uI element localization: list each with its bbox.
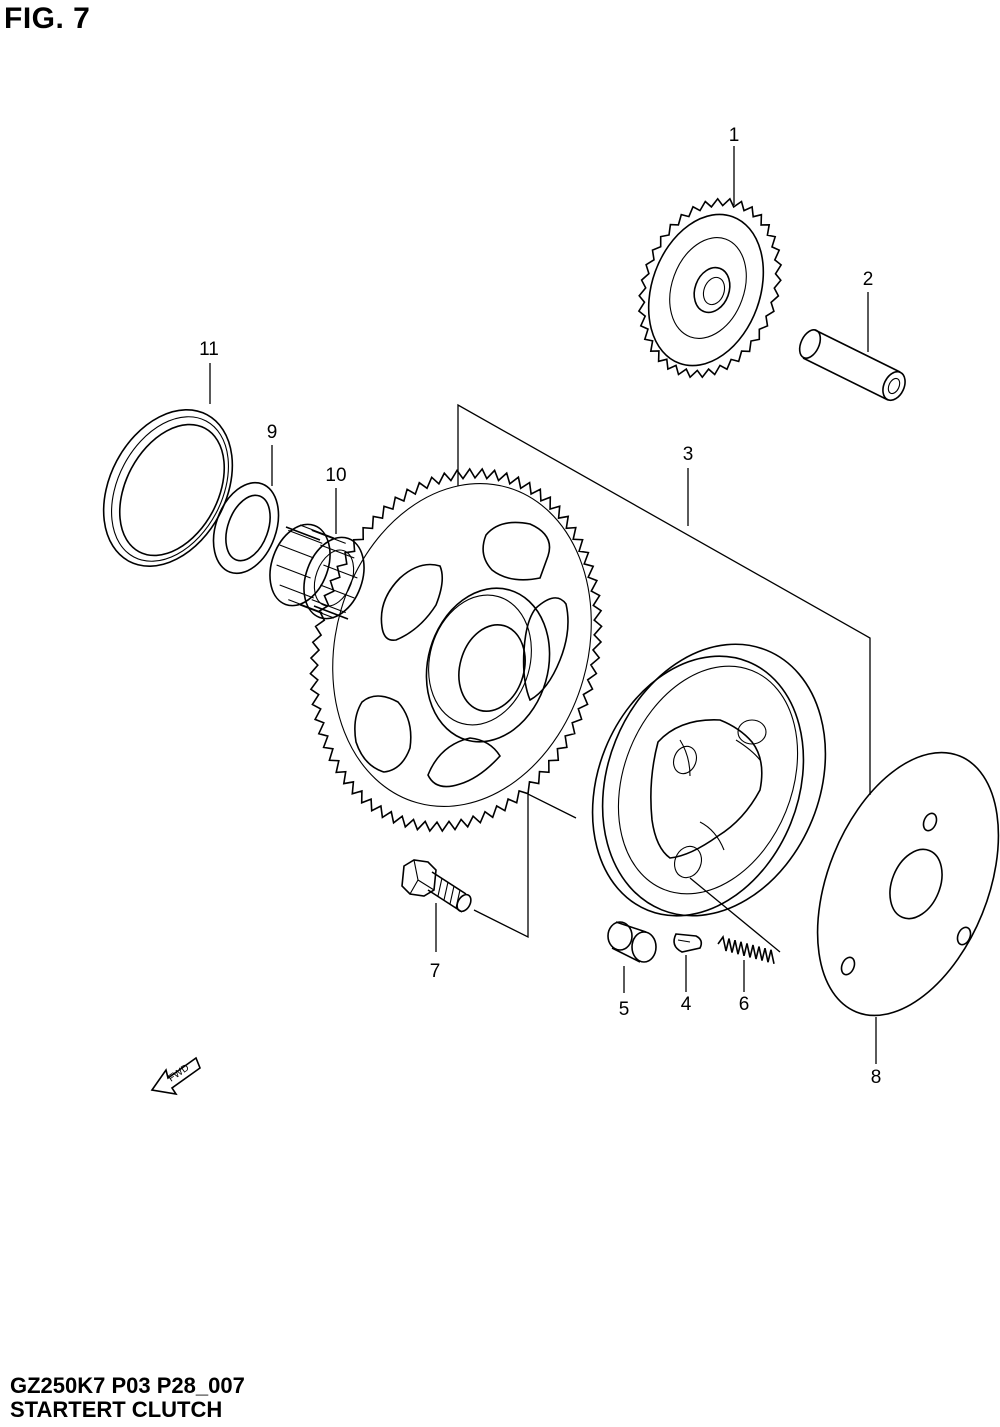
part-4-plunger: [673, 933, 703, 953]
part-5-roller: [607, 921, 657, 963]
fwd-arrow-icon: FWD: [150, 1056, 201, 1096]
drawing-code: GZ250K7 P03 P28_007: [10, 1373, 245, 1398]
callout-6: 6: [739, 994, 750, 1015]
drawing-description: STARTERT CLUTCH: [10, 1397, 223, 1422]
part-6-spring: [717, 935, 775, 964]
callout-labels: 1 2 3 4 5 6 7 8 9 10 11: [199, 125, 881, 1088]
part-1-gear: [637, 197, 783, 379]
callout-10: 10: [325, 465, 346, 486]
callout-7: 7: [430, 961, 441, 982]
callout-1: 1: [729, 125, 740, 146]
starter-clutch-housing: [591, 643, 827, 917]
callout-4: 4: [681, 994, 692, 1015]
callout-5: 5: [619, 999, 630, 1020]
part-8-plate: [816, 751, 1000, 1017]
callout-11: 11: [199, 339, 219, 360]
part-3-starter-gear: [309, 467, 603, 833]
part-9-washer: [212, 481, 280, 575]
figure-title: FIG. 7: [4, 2, 91, 35]
fwd-label: FWD: [166, 1062, 191, 1084]
leader-lines: [209, 146, 877, 1064]
part-7-bolt: [401, 859, 472, 913]
callout-9: 9: [267, 422, 278, 443]
part-2-shaft: [798, 329, 906, 402]
part-11-ring: [102, 409, 234, 567]
callout-8: 8: [871, 1067, 882, 1088]
callout-2: 2: [863, 269, 874, 290]
callout-3: 3: [683, 444, 694, 465]
